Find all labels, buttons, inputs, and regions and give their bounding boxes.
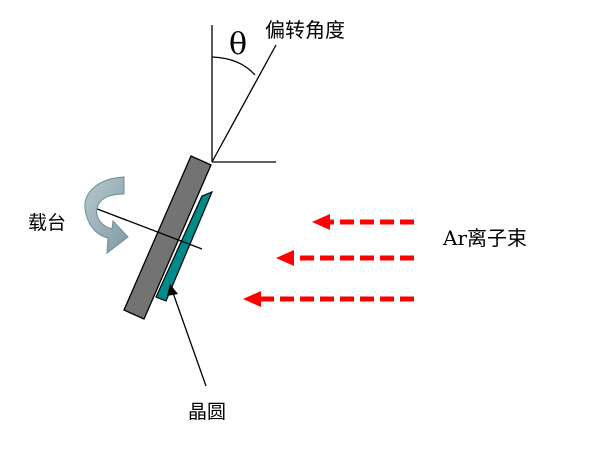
stage bbox=[123, 155, 212, 320]
beam-arrowhead-2 bbox=[276, 250, 294, 266]
beam-arrowhead-1 bbox=[312, 214, 330, 230]
ion-beam-label: Ar离子束 bbox=[442, 226, 527, 250]
theta-arc bbox=[211, 56, 256, 76]
wafer-label: 晶圆 bbox=[188, 401, 226, 423]
tilt-axis-line bbox=[211, 44, 277, 163]
wafer-pointer-arrowhead bbox=[167, 284, 178, 296]
wafer bbox=[155, 190, 214, 302]
wafer-pointer-line bbox=[171, 289, 207, 387]
stage-label: 载台 bbox=[28, 212, 66, 234]
stage-normal-line bbox=[91, 206, 203, 250]
rotation-arrow-icon bbox=[84, 176, 129, 255]
tilt-angle-label: 偏转角度 bbox=[265, 18, 345, 42]
beam-arrowhead-3 bbox=[243, 291, 261, 307]
ion-beam-arrows bbox=[243, 214, 414, 307]
theta-label: θ bbox=[229, 27, 247, 62]
